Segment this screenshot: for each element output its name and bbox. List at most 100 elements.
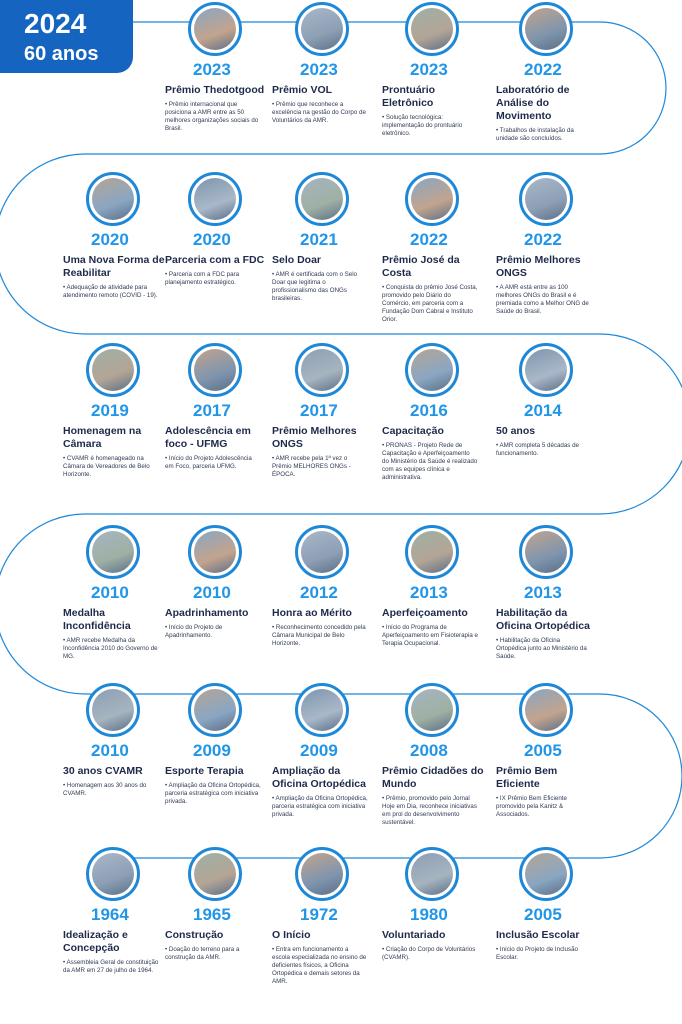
event-year: 2017 [300, 401, 338, 420]
event-description: • Solução tecnológica: implementação do … [382, 114, 463, 137]
event-description: • Prêmio, promovido pelo Jornal Hoje em … [382, 795, 477, 826]
photo-image [411, 689, 453, 731]
historic-construction-photo [188, 847, 242, 901]
badge-year: 2024 [24, 8, 87, 39]
remote-care-photo [86, 172, 140, 226]
photo-image [301, 8, 343, 50]
event-year: 2022 [524, 230, 562, 249]
celebration-photo [519, 343, 573, 397]
photo-image [194, 531, 236, 573]
event-description: • Prêmio internacional que posiciona a A… [165, 101, 259, 132]
event-year: 2016 [410, 401, 448, 420]
event-year: 2009 [300, 741, 338, 760]
event-description: • A AMR está entre as 100 melhores ONGs … [496, 284, 589, 315]
event-title: Inclusão Escolar [496, 929, 580, 941]
sponsorship-photo [188, 525, 242, 579]
event-title: Prêmio VOL [272, 84, 333, 96]
event-description: • AMR recebe Medalha da Inconfidência 20… [63, 637, 158, 660]
event-title: Prêmio Thedotgood [165, 84, 265, 96]
bem-eficiente-certificate [519, 683, 573, 737]
event-title: Medalha Inconfidência [63, 607, 131, 632]
photo-image [194, 8, 236, 50]
photo-image [92, 531, 134, 573]
event-photo [86, 683, 140, 737]
event-year: 1964 [91, 905, 129, 924]
photo-image [92, 689, 134, 731]
event-description: • Habilitação da Oficina Ortopédica junt… [496, 637, 587, 660]
event-title: Ampliação da Oficina Ortopédica [272, 765, 366, 790]
event-title: Prontuário Eletrônico [382, 84, 436, 109]
event-title: O Início [272, 929, 311, 941]
event-description: • Início do Programa de Aperfeiçoamento … [382, 624, 478, 647]
event-year: 2021 [300, 230, 338, 249]
historic-school-photo [295, 847, 349, 901]
historic-assembly-photo [86, 847, 140, 901]
motion-lab-photo [519, 2, 573, 56]
photo-image [301, 689, 343, 731]
photo-image [411, 8, 453, 50]
event-description: • PRONAS - Projeto Rede de Capacitação e… [382, 442, 478, 481]
badge-anniversary: 60 anos [24, 43, 99, 65]
photo-image [194, 853, 236, 895]
photo-image [301, 178, 343, 220]
event-description: • Trabalhos de instalação da unidade são… [496, 127, 574, 142]
photo-image [525, 349, 567, 391]
event-title: Laboratório de Análise do Movimento [496, 84, 570, 122]
event-title: Idealização e Concepção [63, 929, 128, 954]
event-year: 2022 [524, 60, 562, 79]
event-description: • Início do Projeto Adolescência em Foco… [165, 455, 252, 470]
event-description: • Homenagem aos 30 anos do CVAMR. [63, 782, 147, 797]
event-year: 2023 [300, 60, 338, 79]
event-description: • Prêmio que reconhece a excelência na g… [272, 101, 366, 124]
event-description: • Ampliação da Oficina Ortopédica, parce… [165, 782, 261, 805]
event-description: • Adequação de atividade para atendiment… [63, 284, 158, 299]
event-year: 2010 [91, 583, 129, 602]
photo-image [411, 531, 453, 573]
photo-image [194, 689, 236, 731]
award-plaque-photo [295, 343, 349, 397]
event-title: Prêmio José da Costa [382, 254, 460, 279]
event-title: Parceria com a FDC [165, 254, 265, 266]
photo-image [525, 8, 567, 50]
workshop-photo [519, 525, 573, 579]
event-title: Habilitação da Oficina Ortopédica [496, 607, 590, 632]
event-year: 1972 [300, 905, 338, 924]
photo-image [194, 349, 236, 391]
event-year: 2022 [410, 230, 448, 249]
event-year: 2017 [193, 401, 231, 420]
historic-volunteers-photo [405, 847, 459, 901]
photo-image [411, 853, 453, 895]
event-year: 2014 [524, 401, 562, 420]
event-year: 2009 [193, 741, 231, 760]
event-description: • Entra em funcionamento a escola especi… [272, 946, 367, 985]
photo-image [92, 853, 134, 895]
event-title: Esporte Terapia [165, 765, 244, 777]
certificate-photo [295, 525, 349, 579]
event-description: • Assembleia Geral de constituição da AM… [63, 959, 159, 974]
event-description: • Parceria com a FDC para planejamento e… [165, 271, 240, 286]
event-year: 2020 [91, 230, 129, 249]
event-title: Prêmio Melhores ONGS [272, 425, 357, 450]
doar-seal-logo [295, 172, 349, 226]
